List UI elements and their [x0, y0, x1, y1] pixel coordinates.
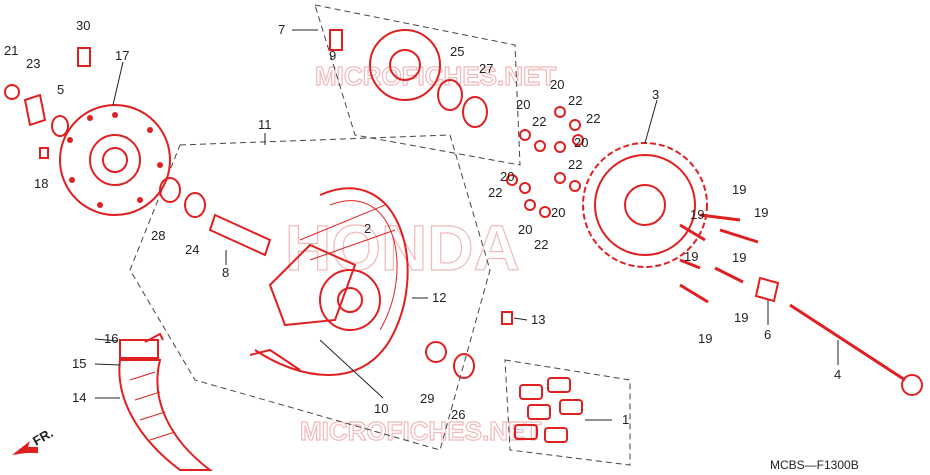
- callout-3: 3: [652, 87, 659, 102]
- callout-19d: 19: [684, 249, 698, 264]
- callout-19b: 19: [690, 207, 704, 222]
- callout-27: 27: [479, 61, 493, 76]
- callout-20b: 20: [516, 97, 530, 112]
- callout-23: 23: [26, 56, 40, 71]
- callout-30: 30: [76, 18, 90, 33]
- bolt-18: [39, 147, 49, 159]
- callout-29: 29: [420, 391, 434, 406]
- callout-21: 21: [4, 43, 18, 58]
- callout-17: 17: [115, 48, 129, 63]
- bearing-28: [159, 177, 181, 203]
- callout-12: 12: [432, 290, 446, 305]
- callout-22a: 22: [568, 93, 582, 108]
- valve-13: [501, 311, 513, 325]
- axle-head: [901, 374, 923, 396]
- callout-20d: 20: [500, 169, 514, 184]
- watermark-bottom: MICROFICHES.NET: [300, 416, 541, 446]
- callout-19g: 19: [698, 331, 712, 346]
- callout-labels: 1 2 3 4 5 6 7 8 9 10 11 12 13 14 15 16 1…: [4, 18, 841, 427]
- callout-11: 11: [258, 117, 272, 132]
- callout-4: 4: [834, 367, 841, 382]
- callout-26: 26: [451, 407, 465, 422]
- callout-2: 2: [364, 221, 371, 236]
- callout-22c: 22: [586, 111, 600, 126]
- callout-19a: 19: [732, 182, 746, 197]
- nut-21: [4, 84, 20, 100]
- callout-1: 1: [622, 412, 629, 427]
- callout-20e: 20: [551, 205, 565, 220]
- wheel-assembly-frame: [129, 134, 491, 451]
- callout-22b: 22: [532, 114, 546, 129]
- collar-6: [754, 276, 780, 303]
- callout-16: 16: [104, 331, 118, 346]
- callout-22d: 22: [568, 157, 582, 172]
- callout-14: 14: [72, 390, 86, 405]
- callout-6: 6: [764, 327, 771, 342]
- nuts-and-washers: [506, 106, 584, 218]
- rear-wheel: [249, 187, 409, 376]
- hub-flange: [329, 29, 488, 128]
- callout-24: 24: [185, 242, 199, 257]
- bracket-23: [23, 93, 47, 127]
- callout-20f: 20: [518, 222, 532, 237]
- direction-label: FR.: [30, 425, 56, 448]
- assembly-frames: [129, 4, 631, 466]
- front-direction-indicator: FR.: [12, 425, 56, 455]
- damper-frame: [504, 359, 631, 466]
- leader-lines: [94, 29, 839, 421]
- callout-22e: 22: [488, 185, 502, 200]
- callout-13: 13: [531, 312, 545, 327]
- collar-30: [77, 47, 91, 67]
- callout-25: 25: [450, 44, 464, 59]
- diagram-code: MCBS—F1300B: [770, 458, 859, 472]
- callout-22f: 22: [534, 237, 548, 252]
- callout-8: 8: [222, 265, 229, 280]
- callout-19f: 19: [734, 310, 748, 325]
- watermark-top: MICROFICHES.NET: [315, 61, 556, 91]
- callout-20a: 20: [550, 77, 564, 92]
- spacer-8: [208, 213, 272, 257]
- bearing-24: [184, 192, 206, 218]
- watermark-brand: HONDA: [285, 212, 520, 284]
- rear-tire: [118, 332, 213, 471]
- callout-19c: 19: [754, 205, 768, 220]
- hub-flange-frame: [314, 4, 521, 166]
- callout-18: 18: [34, 176, 48, 191]
- callout-15: 15: [72, 356, 86, 371]
- sprocket-bolts: [679, 213, 759, 304]
- bearing-26: [453, 353, 475, 379]
- disc-holes: [67, 112, 163, 208]
- collar-5: [51, 115, 69, 137]
- callout-5: 5: [57, 82, 64, 97]
- callout-9: 9: [329, 48, 336, 63]
- callout-19e: 19: [732, 250, 746, 265]
- axle-4: [789, 303, 906, 382]
- callout-10: 10: [374, 401, 388, 416]
- callout-7: 7: [278, 22, 285, 37]
- damper-rubbers: [514, 377, 583, 443]
- oring-29: [425, 341, 447, 363]
- callout-20c: 20: [574, 135, 588, 150]
- callout-28: 28: [151, 228, 165, 243]
- brake-disc: [59, 104, 171, 216]
